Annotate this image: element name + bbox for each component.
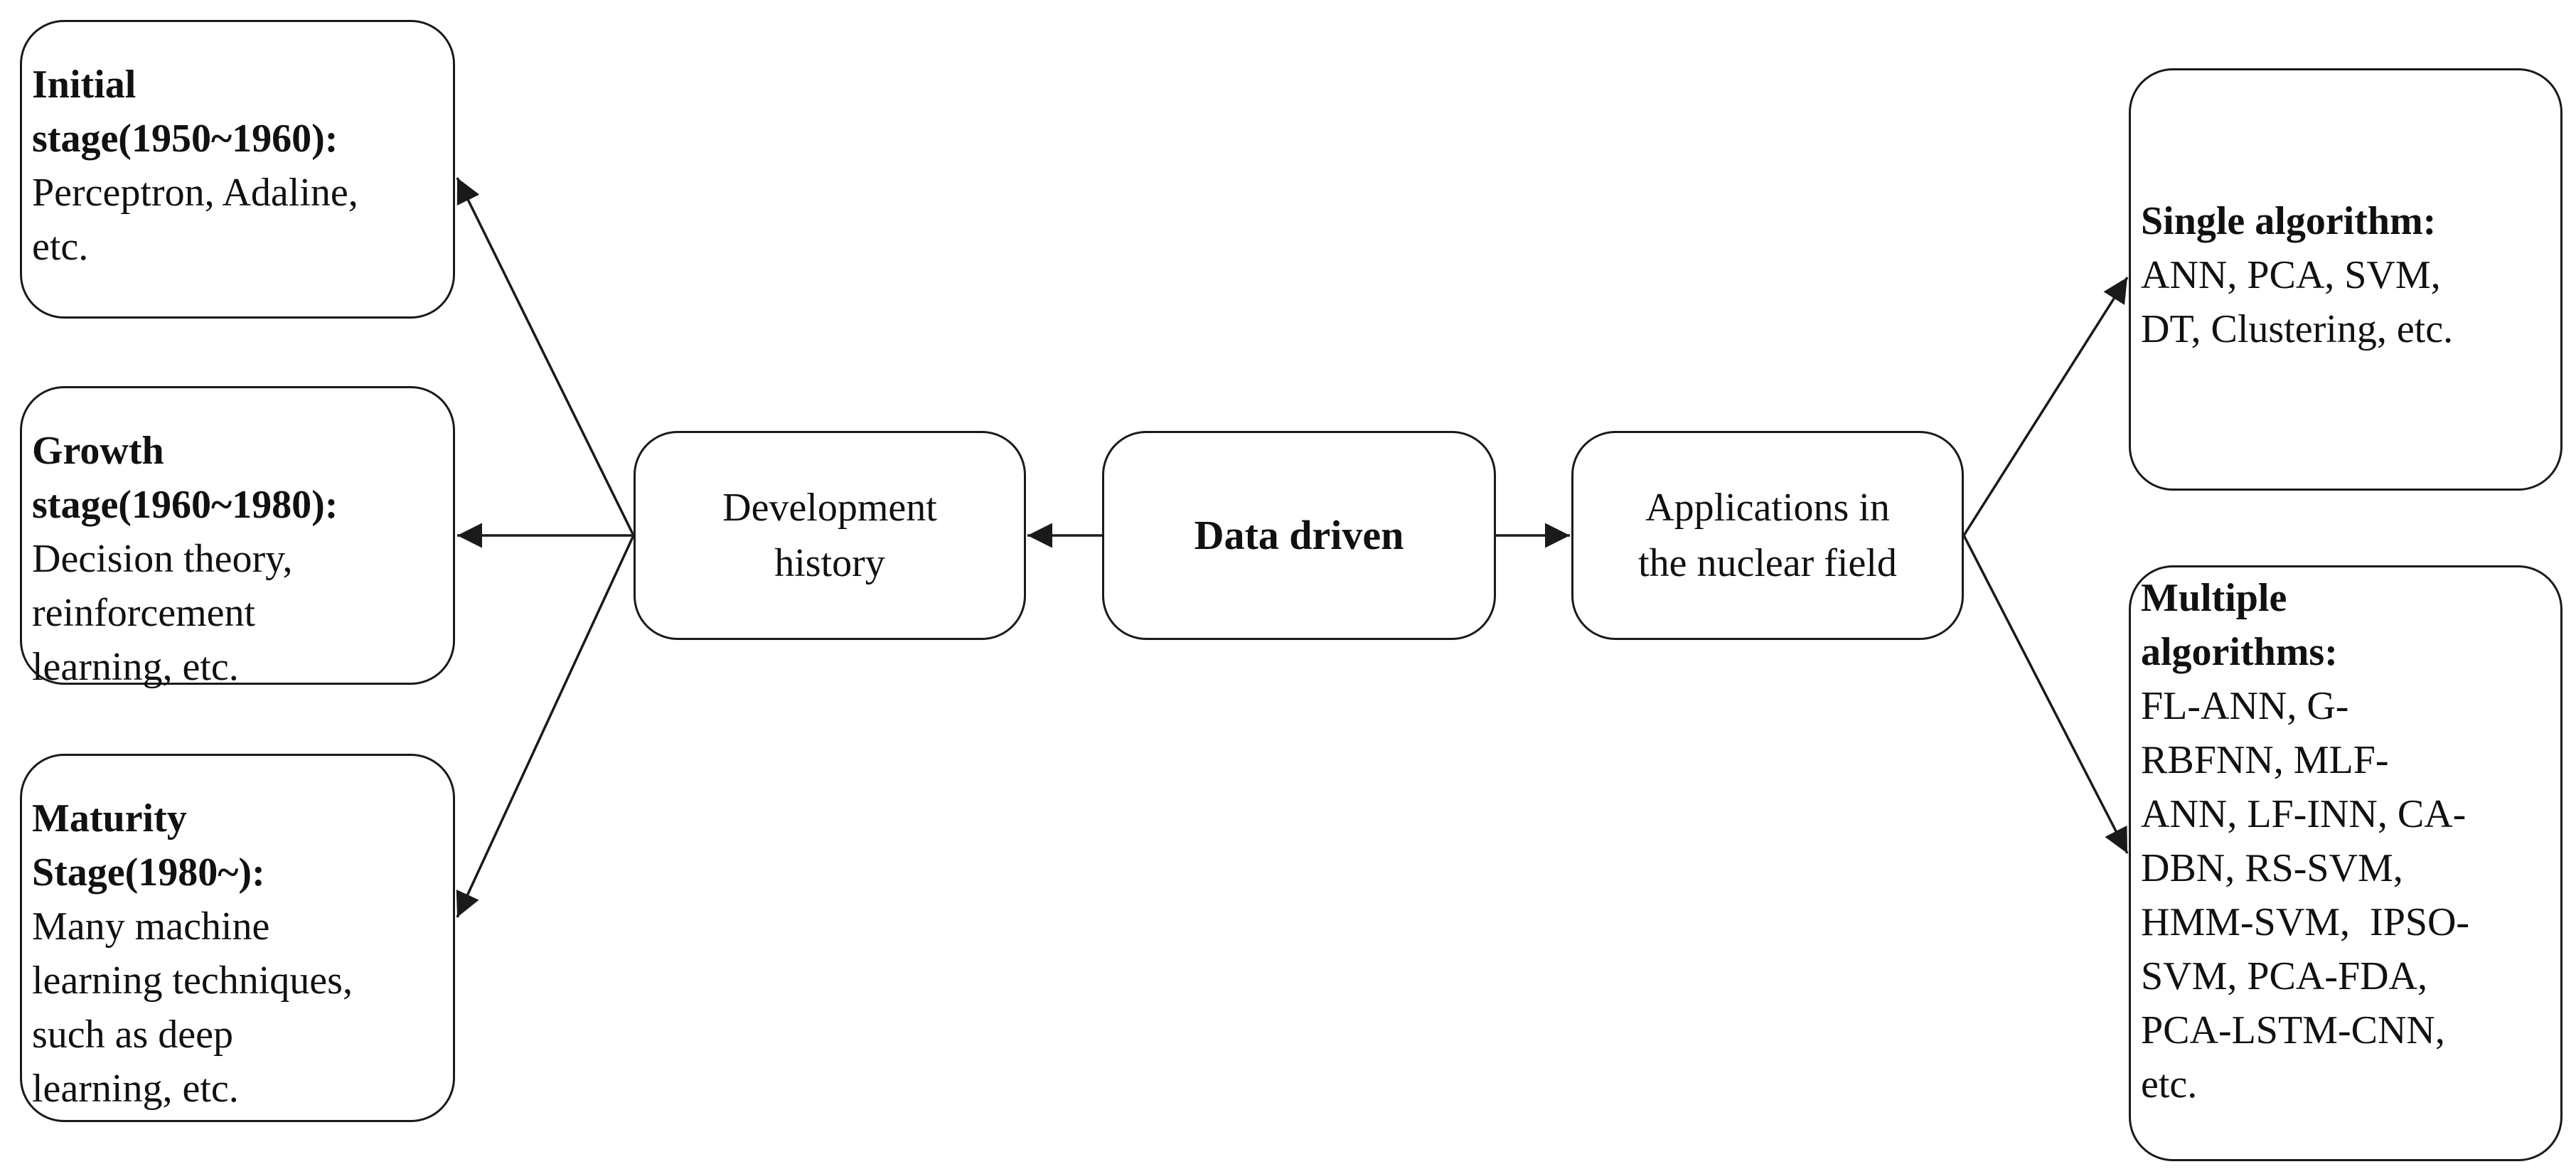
arrow-history-to-maturity-stage	[456, 535, 635, 918]
maturity-stage-body-line-4: learning, etc.	[32, 1067, 239, 1111]
maturity-stage-title-line-2: Stage(1980~):	[32, 850, 265, 895]
single-algorithm-box: Single algorithm: ANN, PCA, SVM, DT, Clu…	[2129, 68, 2562, 491]
single-algorithm-title: Single algorithm:	[2141, 199, 2437, 243]
maturity-stage-body-line-2: learning techniques,	[32, 959, 353, 1003]
multiple-algorithms-body-line-3: ANN, LF-INN, CA-	[2141, 792, 2467, 836]
development-history-line-2: history	[774, 541, 885, 585]
single-algorithm-body-line-1: ANN, PCA, SVM,	[2141, 253, 2441, 297]
arrow-history-to-initial-stage	[456, 177, 635, 536]
initial-stage-title-line-1: Initial	[32, 63, 137, 107]
development-history-box: Development history	[634, 431, 1026, 640]
multiple-algorithms-body-line-7: PCA-LSTM-CNN,	[2141, 1008, 2445, 1052]
growth-stage-body-line-1: Decision theory,	[32, 537, 293, 581]
multiple-algorithms-body-line-5: HMM-SVM, IPSO-	[2141, 900, 2470, 944]
multiple-algorithms-body-line-8: etc.	[2141, 1062, 2198, 1106]
data-driven-box: Data driven	[1102, 431, 1496, 640]
initial-stage-title-line-2: stage(1950~1960):	[32, 117, 338, 161]
arrow-applications-to-multiple-algorithms	[1962, 535, 2129, 854]
multiple-algorithms-body-line-2: RBFNN, MLF-	[2141, 738, 2389, 782]
single-algorithm-body-line-2: DT, Clustering, etc.	[2141, 307, 2454, 351]
maturity-stage-body-line-3: such as deep	[32, 1013, 234, 1057]
maturity-stage-body-line-1: Many machine	[32, 904, 270, 949]
development-history-line-1: Development	[722, 486, 937, 530]
maturity-stage-box: Maturity Stage(1980~): Many machine lear…	[20, 754, 455, 1122]
multiple-algorithms-title-line-2: algorithms:	[2141, 630, 2338, 674]
growth-stage-title-line-2: stage(1960~1980):	[32, 483, 338, 527]
arrow-applications-to-single-algorithm	[1962, 277, 2129, 536]
data-driven-label: Data driven	[1194, 512, 1404, 558]
growth-stage-title-line-1: Growth	[32, 429, 164, 473]
applications-line-2: the nuclear field	[1638, 541, 1897, 585]
multiple-algorithms-body-line-4: DBN, RS-SVM,	[2141, 846, 2403, 890]
multiple-algorithms-body-line-6: SVM, PCA-FDA,	[2141, 954, 2427, 998]
applications-box: Applications in the nuclear field	[1571, 431, 1964, 640]
growth-stage-body-line-2: reinforcement	[32, 591, 256, 635]
maturity-stage-title-line-1: Maturity	[32, 796, 187, 841]
applications-line-1: Applications in	[1645, 486, 1890, 530]
multiple-algorithms-body-line-1: FL-ANN, G-	[2141, 684, 2349, 728]
initial-stage-body-line-2: etc.	[32, 225, 89, 269]
growth-stage-box: Growth stage(1960~1980): Decision theory…	[20, 386, 455, 689]
initial-stage-box: Initial stage(1950~1960): Perceptron, Ad…	[20, 20, 455, 319]
multiple-algorithms-title-line-1: Multiple	[2141, 576, 2287, 620]
multiple-algorithms-box: Multiple algorithms: FL-ANN, G- RBFNN, M…	[2129, 565, 2562, 1161]
initial-stage-body-line-1: Perceptron, Adaline,	[32, 171, 358, 215]
growth-stage-body-line-3: learning, etc.	[32, 645, 239, 689]
